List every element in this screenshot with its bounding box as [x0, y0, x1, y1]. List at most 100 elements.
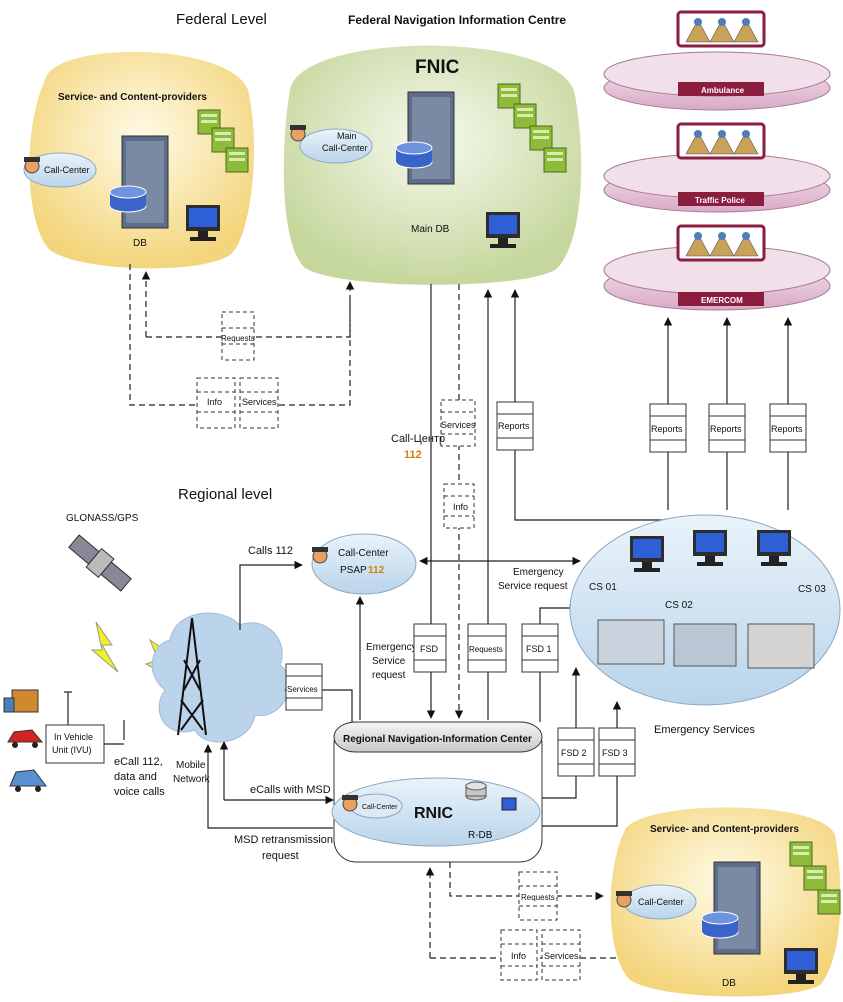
federal-request-links: Requests Info Services [129, 264, 355, 429]
psap-112-label: 112 [368, 565, 385, 576]
tower-icon [177, 617, 207, 736]
psap-call-center: Call-Center PSAP 112 [311, 533, 417, 595]
ambulance-photo-2 [673, 623, 737, 667]
services-mobile-label: Services [287, 685, 318, 694]
calls-112-link [239, 560, 303, 630]
lightning-icon-1 [90, 621, 119, 673]
providers-bottom-title: Service- and Content-providers [650, 824, 799, 835]
fsd-box [413, 623, 447, 673]
call-center-bottom-label: Call-Center [638, 897, 684, 907]
truck-icon [3, 689, 39, 713]
regional-level-title: Regional level [178, 486, 272, 503]
fsd2-link [542, 667, 581, 799]
calls-112-label: Calls 112 [248, 545, 293, 557]
main-call-center-label-1: Main [337, 131, 357, 141]
call-center-top-label: Call-Center [44, 165, 90, 175]
ecall-label-3: voice calls [114, 786, 165, 798]
info-top-label: Info [207, 397, 222, 407]
fsd-label: FSD [420, 644, 439, 654]
requests-mid-label: Requests [469, 645, 503, 654]
providers-bottom-blob: Service- and Content-providers Call-Cent… [610, 807, 841, 997]
ecalls-msd-label: eCalls with MSD [250, 784, 331, 796]
fsd2-label: FSD 2 [561, 748, 587, 758]
fsd2-box [557, 727, 595, 777]
traffic-police-label: Traffic Police [695, 196, 745, 205]
db-bottom-label: DB [722, 978, 736, 989]
emergency-request-label-1: Emergency [513, 567, 564, 578]
rnic-title: RNIC [414, 805, 454, 822]
rdb-icon [465, 781, 487, 801]
rnic-monitor-icon [501, 797, 517, 811]
services-top-label: Services [242, 397, 277, 407]
info-mid-label: Info [453, 502, 468, 512]
info-bottom-label: Info [511, 951, 526, 961]
reports-mid-label: Reports [498, 421, 530, 431]
db-top-label: DB [133, 238, 147, 249]
fnic-vertical-links: Services Info Reports Call-Центр 112 [391, 284, 668, 720]
mobile-network-label-1: Mobile [176, 760, 206, 771]
ivu-label-1: In Vehicle [54, 732, 93, 742]
fsd1-box [521, 623, 559, 673]
reports-links: Reports Reports Reports [649, 317, 807, 510]
ambulance-photo-3 [747, 623, 815, 669]
fsd1-link [539, 603, 578, 722]
emergency-services-ellipse: CS 01 CS 02 CS 03 [569, 514, 841, 706]
requests-mid-box [467, 623, 507, 673]
fsd3-box [598, 727, 636, 777]
cs02-label: CS 02 [665, 600, 693, 611]
ecall-label-1: eCall 112, [114, 756, 163, 768]
ambulance-service: Ambulance [603, 10, 831, 111]
reports-2-label: Reports [710, 424, 742, 434]
rnic-box: Regional Navigation-Information Center C… [331, 721, 543, 863]
reports-3-label: Reports [771, 424, 803, 434]
main-call-center-label-2: Call-Center [322, 143, 368, 153]
rdb-label: R-DB [468, 830, 493, 841]
providers-top-title: Service- and Content-providers [58, 92, 207, 103]
ecall-label-2: data and [114, 771, 157, 783]
ers-label-3: request [372, 670, 406, 681]
mobile-network-label-2: Network [173, 774, 211, 785]
msd-retx-label-1: MSD retransmission [234, 834, 333, 846]
fnic-header: Federal Navigation Information Centre [348, 13, 566, 27]
call-center-ru-label: Call-Центр [391, 433, 445, 445]
cs01-label: CS 01 [589, 582, 617, 593]
cs03-label: CS 03 [798, 584, 826, 595]
main-db-label: Main DB [411, 224, 450, 235]
red-car-icon [7, 729, 44, 748]
requests-bottom-label: Requests [521, 893, 555, 902]
requests-top-label: Requests [221, 334, 255, 343]
ers-label-2: Service [372, 656, 406, 667]
glonass-label: GLONASS/GPS [66, 513, 139, 524]
psap-label-1: Call-Center [338, 548, 389, 559]
reports-1-label: Reports [651, 424, 683, 434]
regional-request-links: Requests Info Services [425, 862, 620, 981]
services-bottom-label: Services [544, 951, 579, 961]
fsd3-label: FSD 3 [602, 748, 628, 758]
federal-level-title: Federal Level [176, 11, 267, 28]
ers-label-1: Emergency [366, 642, 417, 653]
fsd1-label: FSD 1 [526, 644, 552, 654]
ambulance-photo-1 [597, 619, 665, 665]
rnic-call-center-label: Call-Center [362, 804, 398, 811]
ivu-box: In Vehicle Unit (IVU) [45, 691, 125, 764]
rnic-header: Regional Navigation-Information Center [343, 734, 532, 745]
providers-top-blob: Service- and Content-providers Call-Cent… [23, 51, 255, 269]
satellite-icon [68, 534, 132, 592]
fnic-blob: FNIC Main Call-Center Main DB [283, 45, 582, 285]
psap-label-2: PSAP [340, 565, 367, 576]
ivu-label-2: Unit (IVU) [52, 745, 92, 755]
number-112-label: 112 [404, 449, 422, 461]
msd-retx-label-2: request [262, 850, 299, 862]
emergency-services-label: Emergency Services [654, 724, 755, 736]
ambulance-label: Ambulance [701, 86, 745, 95]
emercom-label: EMERCOM [701, 296, 743, 305]
traffic-police-service: Traffic Police [603, 122, 831, 213]
emergency-request-label-2: Service request [498, 581, 568, 592]
services-mobile-box [285, 663, 323, 711]
fnic-title: FNIC [415, 57, 460, 78]
mobile-network-cloud [151, 612, 290, 743]
emercom-service: EMERCOM [603, 224, 831, 311]
msd-retransmission-link [203, 744, 333, 829]
services-mid-label: Services [441, 420, 476, 430]
